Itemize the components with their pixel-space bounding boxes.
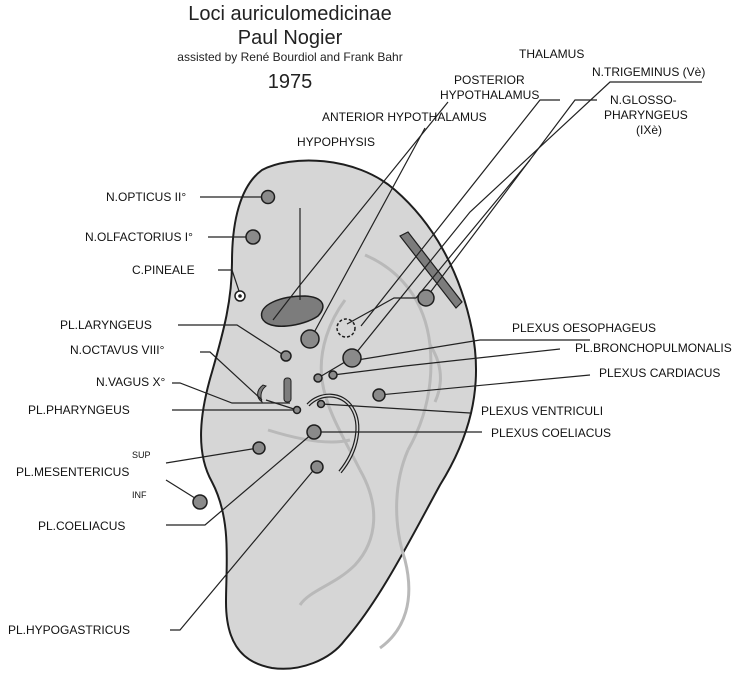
label-pl-laryngeus: PL.LARYNGEUS: [60, 318, 152, 332]
label-c-pineale: C.PINEALE: [132, 263, 195, 277]
label-posterior-hypothalamus-1: POSTERIOR: [454, 73, 525, 87]
label-n-glosso-3: (IXè): [636, 123, 662, 137]
hypophysis-structure: [260, 295, 324, 327]
label-pl-hypogastricus: PL.HYPOGASTRICUS: [8, 623, 130, 637]
point-n-opticus: [260, 189, 276, 205]
title-author: Paul Nogier: [237, 27, 343, 49]
label-n-vagus: N.VAGUS X°: [96, 375, 165, 389]
label-pl-bronchopulmonalis: PL.BRONCHOPULMONALIS: [575, 341, 732, 355]
points: [192, 189, 435, 510]
point-plexus-oesophageus: [313, 373, 323, 383]
point-plexus-cardiacus: [372, 388, 386, 402]
point-pl-bronchopulmonalis: [328, 370, 338, 380]
label-inf: INF: [132, 490, 147, 500]
label-n-glosso-1: N.GLOSSO-: [610, 93, 677, 107]
label-n-olfactorius: N.OLFACTORIUS I°: [85, 230, 193, 244]
label-plexus-cardiacus: PLEXUS CARDIACUS: [599, 366, 720, 380]
label-n-glosso-2: PHARYNGEUS: [604, 108, 688, 122]
label-pl-mesentericus: PL.MESENTERICUS: [16, 465, 129, 479]
label-n-opticus: N.OPTICUS II°: [106, 190, 186, 204]
title-line-1: Loci auriculomedicinae: [188, 3, 392, 25]
helix-band: [399, 231, 463, 309]
label-n-trigeminus: N.TRIGEMINUS (Vè): [592, 65, 705, 79]
thalamus-dashed-ring: [336, 318, 356, 338]
label-plexus-ventriculi: PLEXUS VENTRICULI: [481, 404, 603, 418]
label-sup: SUP: [132, 450, 151, 460]
label-plexus-oesophageus: PLEXUS OESOPHAGEUS: [512, 321, 656, 335]
pharyngeus-structure: [283, 377, 292, 403]
title-block: Loci auriculomedicinae Paul Nogier assis…: [150, 2, 430, 95]
point-pl-laryngeus: [280, 350, 292, 362]
title-year: 1975: [267, 71, 313, 93]
label-plexus-coeliacus-right: PLEXUS COELIACUS: [491, 426, 611, 440]
leader-lines: [165, 81, 702, 631]
label-hypophysis: HYPOPHYSIS: [297, 135, 375, 149]
label-pl-pharyngeus: PL.PHARYNGEUS: [28, 403, 130, 417]
point-pl-mesentericus-sup: [252, 441, 266, 455]
title-assistants: assisted by René Bourdiol and Frank Bahr: [177, 50, 403, 64]
point-n-glosso-pharyngeus: [417, 289, 435, 307]
point-n-olfactorius: [245, 229, 261, 245]
point-posterior-hypothalamus: [342, 348, 362, 368]
coeliacus-arc-inner: [307, 394, 359, 473]
point-pl-pharyngeus: [292, 405, 302, 415]
label-anterior-hypothalamus: ANTERIOR HYPOTHALAMUS: [322, 110, 487, 124]
point-anterior-hypothalamus: [300, 329, 320, 349]
point-plexus-coeliacus: [306, 424, 322, 440]
label-thalamus: THALAMUS: [519, 47, 584, 61]
label-pl-coeliacus-left: PL.COELIACUS: [38, 519, 125, 533]
point-c-pineale-core: [238, 294, 242, 298]
label-n-octavus: N.OCTAVUS VIII°: [70, 343, 165, 357]
label-posterior-hypothalamus-2: HYPOTHALAMUS: [440, 88, 539, 102]
point-pl-mesentericus-inf: [192, 494, 208, 510]
rim-structures: [257, 231, 463, 474]
point-plexus-ventriculi: [316, 399, 326, 409]
point-pl-hypogastricus: [310, 460, 324, 474]
